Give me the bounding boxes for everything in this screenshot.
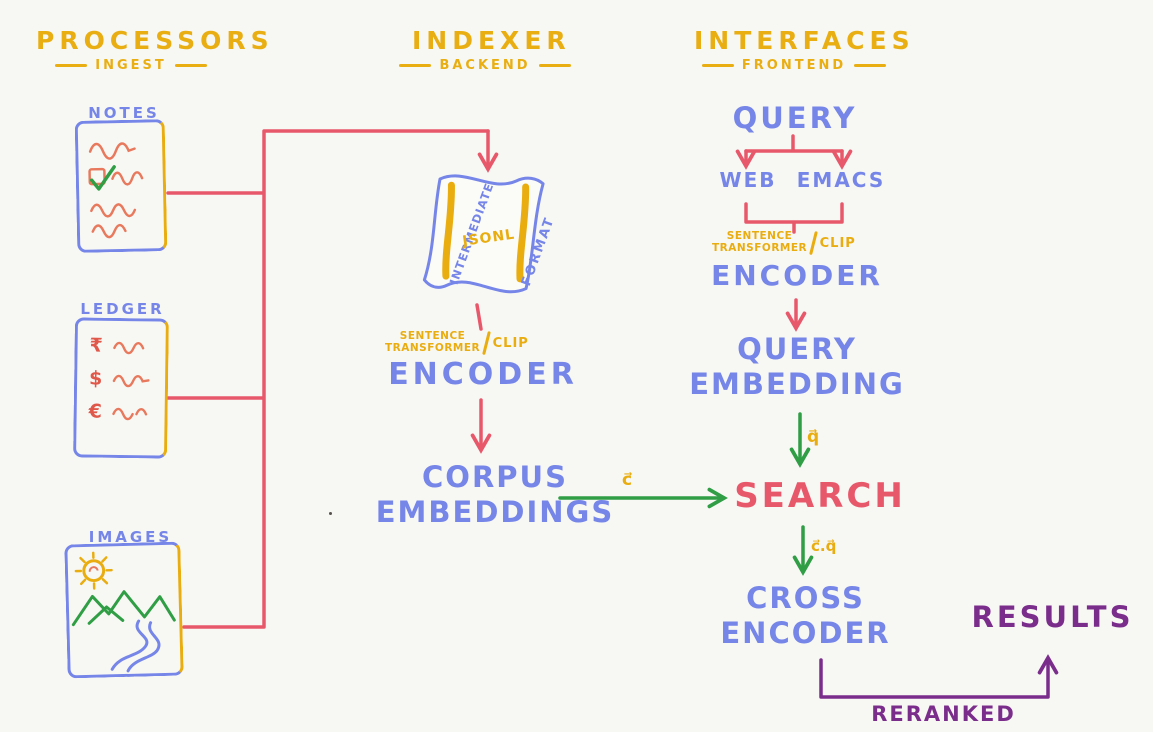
model-divider xyxy=(809,231,818,255)
cross-encoder-node: CROSS ENCODER xyxy=(720,581,891,650)
column-subtitle-backend: BACKEND xyxy=(400,58,570,73)
query-node: QUERY xyxy=(732,101,858,135)
ledger-row-rupee: ₹ xyxy=(89,334,157,357)
ledger-row-dollar: $ xyxy=(88,367,157,390)
river-icon xyxy=(110,619,161,673)
notes-card xyxy=(74,119,168,253)
dollar-icon: $ xyxy=(88,367,103,390)
sun-swirl xyxy=(88,566,99,572)
model-name-line2: TRANSFORMER xyxy=(712,242,808,254)
model-divider xyxy=(482,331,491,355)
note-scribble-3 xyxy=(90,203,137,218)
corpus-embeddings-node: CORPUS EMBEDDINGS xyxy=(375,460,615,529)
interfaces-encoder-model-label: SENTENCE TRANSFORMER CLIP xyxy=(712,231,856,255)
images-card xyxy=(64,541,184,679)
query-vector-label: q⃗ xyxy=(807,427,820,447)
column-subtitle-frontend: FRONTEND xyxy=(694,58,894,73)
sources-to-indexer-line xyxy=(166,129,490,629)
search-node: SEARCH xyxy=(734,476,906,516)
model-alt-label: CLIP xyxy=(819,235,856,251)
scroll-left-roll xyxy=(442,181,455,280)
check-icon xyxy=(89,165,116,191)
ledger-scribble xyxy=(112,407,148,420)
cross-encoder-to-results-arrow xyxy=(819,654,1059,699)
model-name-line1: SENTENCE xyxy=(726,230,793,243)
mountains-icon xyxy=(71,590,176,627)
ledger-scribble xyxy=(112,374,150,387)
note-scribble-1 xyxy=(88,142,136,160)
column-title-interfaces: INTERFACES xyxy=(694,26,915,55)
column-title-processors: PROCESSORS xyxy=(36,26,274,55)
checkbox-icon xyxy=(88,167,106,186)
model-name-line2: TRANSFORMER xyxy=(385,342,481,354)
interfaces-encoder-node: ENCODER xyxy=(711,259,883,292)
images-card-icon xyxy=(71,551,176,673)
scroll-to-encoder-line xyxy=(475,303,483,331)
rupee-icon: ₹ xyxy=(89,334,103,357)
stray-pen-mark xyxy=(329,512,332,515)
note-scribble-4 xyxy=(91,223,127,239)
ledger-label: LEDGER xyxy=(80,300,165,318)
query-branch-line xyxy=(744,134,844,153)
ledger-row-euro: € xyxy=(88,400,157,423)
notes-card-icon xyxy=(88,142,144,239)
web-emacs-merge-line xyxy=(744,202,844,234)
euro-icon: € xyxy=(88,400,103,423)
emacs-interface-node: EMACS xyxy=(796,168,886,192)
sun-icon xyxy=(74,551,113,590)
images-label: IMAGES xyxy=(88,528,173,546)
results-node: RESULTS xyxy=(971,600,1134,634)
scroll-right-roll xyxy=(516,183,530,283)
jsonl-scroll-icon: INTERMEDIATE JSONL FORMAT xyxy=(402,155,567,324)
dot-product-label: c⃗.q⃗ xyxy=(811,537,837,555)
model-name-line1: SENTENCE xyxy=(399,330,466,343)
web-interface-node: WEB xyxy=(719,168,777,192)
ledger-card: ₹ $ € xyxy=(73,317,169,459)
corpus-vector-label: c⃗ xyxy=(622,470,633,490)
note-scribble-2 xyxy=(111,171,144,186)
column-subtitle-ingest: INGEST xyxy=(36,58,226,73)
query-embedding-node: QUERY EMBEDDING xyxy=(689,332,905,401)
indexer-encoder-model-label: SENTENCE TRANSFORMER CLIP xyxy=(385,331,529,355)
ledger-scribble xyxy=(113,341,145,354)
indexer-encoder-node: ENCODER xyxy=(388,357,578,392)
reranked-edge-label: RERANKED xyxy=(871,702,1016,726)
scroll-center-text: JSONL xyxy=(461,227,517,250)
model-alt-label: CLIP xyxy=(492,335,529,351)
column-title-indexer: INDEXER xyxy=(412,26,571,55)
notes-label: NOTES xyxy=(88,104,160,122)
